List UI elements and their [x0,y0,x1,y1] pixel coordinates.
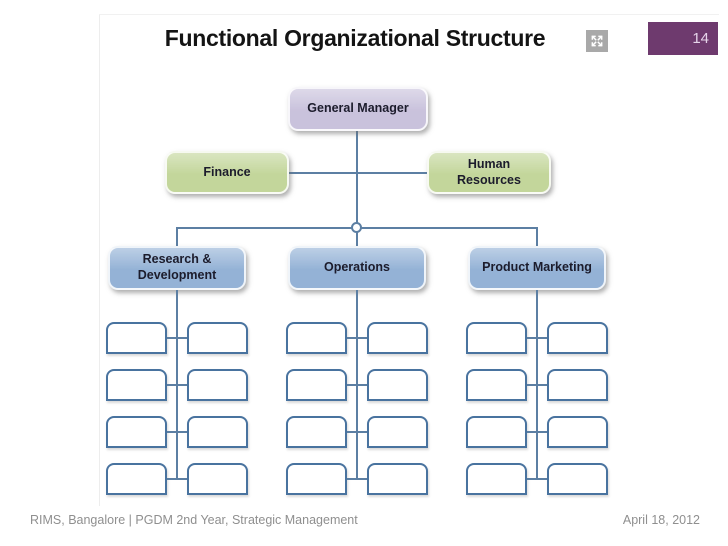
subordinate-stub-line [347,384,367,386]
connector-junction-node [351,222,362,233]
empty-subordinate-box [466,463,527,495]
empty-subordinate-box [466,369,527,401]
empty-subordinate-box [547,322,608,354]
subordinate-stub-line [527,384,547,386]
subordinate-row [106,416,248,448]
footer-course-text: RIMS, Bangalore | PGDM 2nd Year, Strateg… [30,513,358,527]
empty-subordinate-box [286,463,347,495]
empty-subordinate-box [286,416,347,448]
connector-dept-drop [536,228,538,246]
subordinate-row [466,369,608,401]
subordinate-row [286,369,428,401]
subordinate-stub-line [167,478,187,480]
slide-left-edge [99,14,100,506]
empty-subordinate-box [367,369,428,401]
subordinate-grid-product-marketing [466,290,608,498]
empty-subordinate-box [466,322,527,354]
empty-subordinate-box [367,416,428,448]
org-node-operations: Operations [288,246,426,290]
subordinate-grid-research-development [106,290,248,498]
subordinate-row [466,322,608,354]
subordinate-grid-operations [286,290,428,498]
subordinate-stub-line [167,337,187,339]
empty-subordinate-box [106,322,167,354]
org-node-product-marketing: Product Marketing [468,246,606,290]
subordinate-stub-line [527,478,547,480]
expand-button[interactable] [586,30,608,52]
empty-subordinate-box [367,463,428,495]
subordinate-row [286,322,428,354]
subordinate-row [466,463,608,495]
empty-subordinate-box [367,322,428,354]
connector-dept-drop [356,228,358,246]
subordinate-row [106,463,248,495]
connector-staff-line [288,172,427,174]
empty-subordinate-box [286,369,347,401]
org-node-finance: Finance [165,151,289,194]
page-title: Functional Organizational Structure [164,25,546,51]
empty-subordinate-box [547,463,608,495]
subordinate-stub-line [167,431,187,433]
org-node-general-manager: General Manager [288,87,428,131]
page-number-badge: 14 [648,22,718,55]
empty-subordinate-box [547,416,608,448]
empty-subordinate-box [286,322,347,354]
org-node-human-resources: Human Resources [427,151,551,194]
empty-subordinate-box [106,369,167,401]
empty-subordinate-box [187,369,248,401]
empty-subordinate-box [187,322,248,354]
connector-gm-drop [356,131,358,229]
empty-subordinate-box [106,463,167,495]
subordinate-row [286,416,428,448]
subordinate-stub-line [167,384,187,386]
expand-arrows-icon [591,35,603,47]
subordinate-row [106,322,248,354]
subordinate-row [286,463,428,495]
subordinate-stub-line [527,337,547,339]
empty-subordinate-box [106,416,167,448]
empty-subordinate-box [187,416,248,448]
connector-dept-drop [176,228,178,246]
subordinate-row [466,416,608,448]
org-node-research-development: Research & Development [108,246,246,290]
subordinate-stub-line [347,431,367,433]
empty-subordinate-box [547,369,608,401]
footer-date-text: April 18, 2012 [622,513,700,527]
subordinate-row [106,369,248,401]
empty-subordinate-box [466,416,527,448]
empty-subordinate-box [187,463,248,495]
subordinate-stub-line [347,337,367,339]
slide-top-edge [99,14,719,15]
subordinate-stub-line [347,478,367,480]
subordinate-stub-line [527,431,547,433]
